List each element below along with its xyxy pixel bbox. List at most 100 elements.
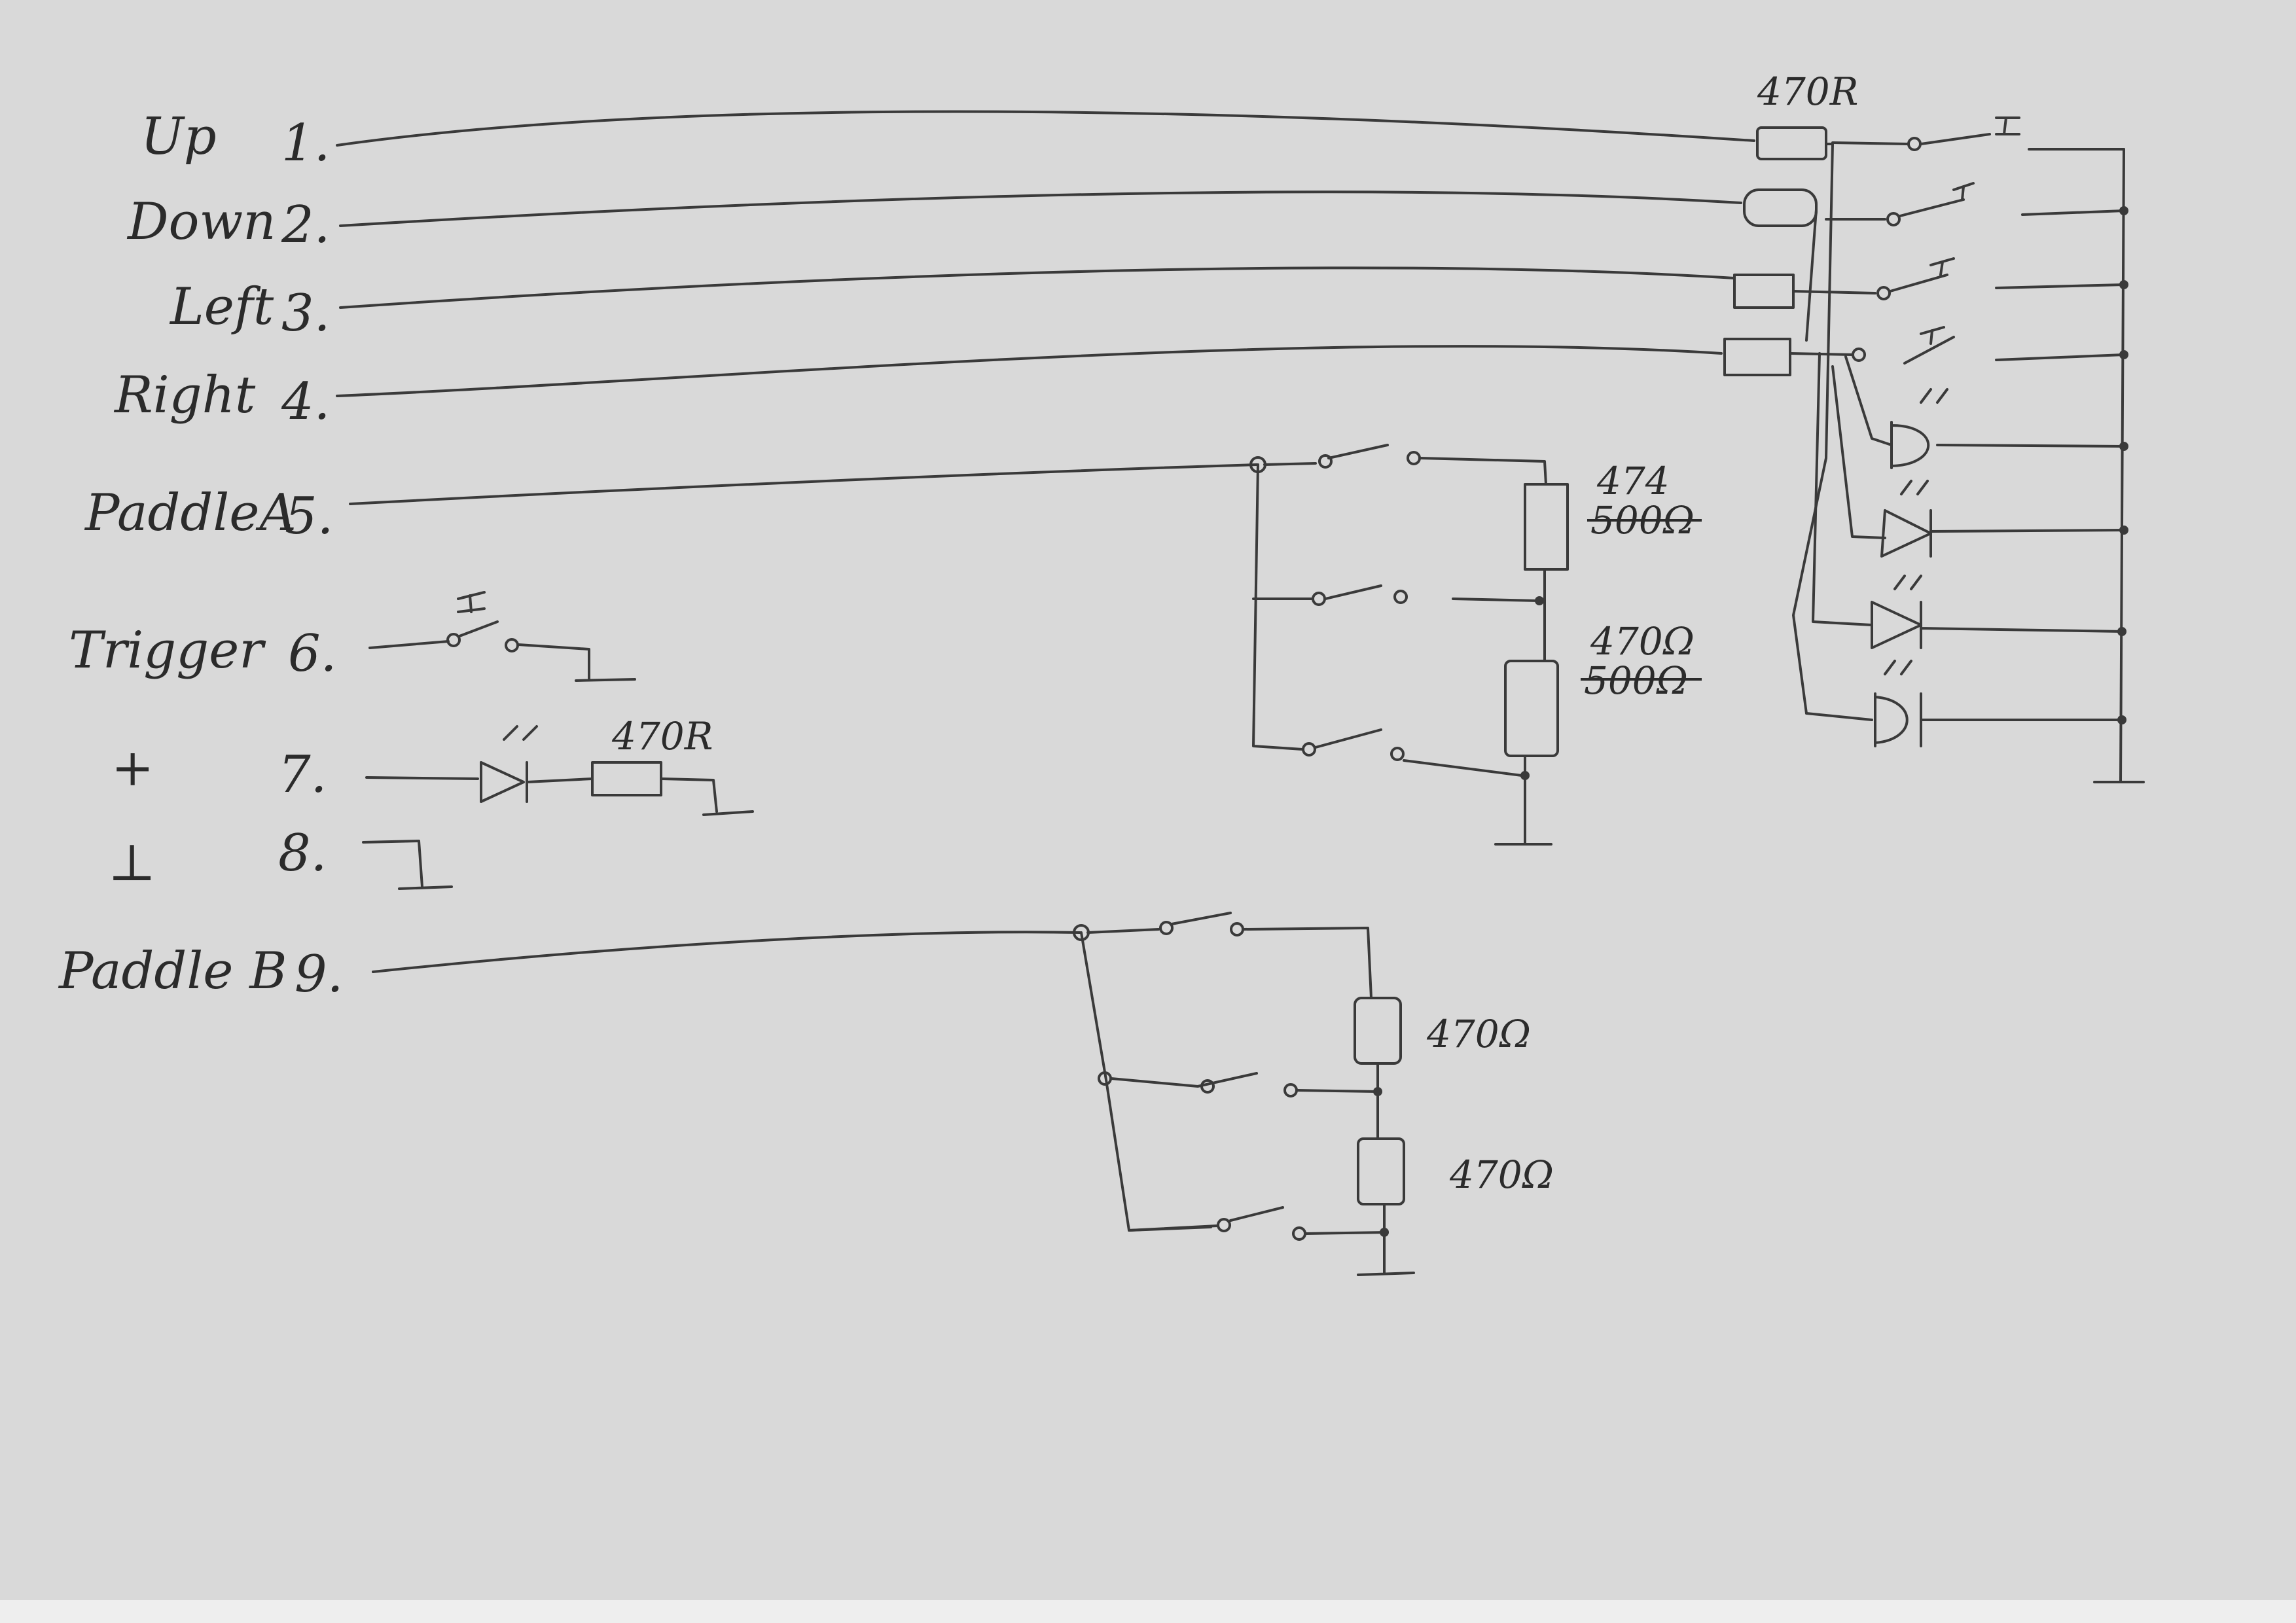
switch-up-lever xyxy=(1920,133,1991,145)
pin-label-up: Up xyxy=(141,107,217,166)
paddle-b-junction xyxy=(1373,1087,1382,1096)
switch-left-lever xyxy=(1889,274,1948,293)
paddle-b-sw3-c2 xyxy=(1292,1226,1306,1241)
trigger-mark xyxy=(457,591,486,613)
trigger-contact-1 xyxy=(446,633,461,647)
paddle-a-sw1-c1 xyxy=(1318,454,1333,469)
paddle-b-r2-value: 470Ω xyxy=(1449,1152,1554,1197)
led-3-arrows xyxy=(1893,575,1922,590)
rail-junction-6 xyxy=(2117,627,2126,636)
paddle-a-sw2 xyxy=(1252,584,1382,600)
led-4-arrows xyxy=(1884,660,1912,675)
wire-left xyxy=(339,266,1736,309)
switch-left-contact xyxy=(1876,286,1891,300)
switch-down-lever xyxy=(1899,198,1965,217)
led-feed-4 xyxy=(1805,712,1873,721)
wire-right xyxy=(336,344,1723,397)
switch-up-contact xyxy=(1907,137,1922,151)
paddle-b-resistor-1 xyxy=(1354,997,1402,1065)
paddle-a-sw3-c2 xyxy=(1390,747,1405,761)
paddle-a-sw1 xyxy=(1263,444,1389,466)
switch-left-wire xyxy=(1792,290,1876,294)
pin-number-4: 4. xyxy=(281,372,330,431)
pin-number-1: 1. xyxy=(281,114,330,173)
resistor-down xyxy=(1743,188,1818,227)
switch-right-wire xyxy=(1789,352,1854,356)
direction-resistor-value: 470R xyxy=(1757,69,1858,114)
paddle-a-ground xyxy=(1494,755,1552,846)
rail-junction-5 xyxy=(2119,526,2128,535)
paddle-b-bottom-junction xyxy=(1380,1228,1389,1237)
pin-label-paddle-b: Paddle B xyxy=(58,942,287,1001)
paddle-b-sw1 xyxy=(1086,912,1232,934)
paddle-a-sw2-c2 xyxy=(1393,590,1408,604)
paddle-b-sw2-c1 xyxy=(1200,1079,1215,1094)
paddle-b-sw1-out xyxy=(1242,927,1372,999)
switch-up-mark xyxy=(1995,116,2020,135)
scan-edge xyxy=(0,1600,2296,1623)
resistor-bus-right xyxy=(1805,208,1818,342)
paddle-a-bottom-junction xyxy=(1520,771,1530,780)
paddle-b-ground xyxy=(1357,1203,1415,1276)
rail-junction-3 xyxy=(2119,350,2128,359)
wire-up xyxy=(336,110,1755,147)
pin-number-8: 8. xyxy=(278,824,327,883)
paddle-b-sw3-c1 xyxy=(1217,1218,1231,1232)
wire-paddle-a xyxy=(349,463,1258,505)
rail-junction-7 xyxy=(2117,715,2126,724)
paddle-b-sw3 xyxy=(1128,1206,1284,1232)
pin-label-down: Down xyxy=(126,192,276,251)
paddle-a-resistor-1 xyxy=(1524,483,1569,571)
rail-junction-1 xyxy=(2119,206,2128,215)
led-1 xyxy=(1890,421,2125,469)
plus-out xyxy=(660,777,754,816)
pin-label-ground: ⊥ xyxy=(108,834,156,893)
led-bus xyxy=(1792,143,1834,715)
pin-number-5: 5. xyxy=(285,487,333,546)
paddle-a-r1-value: 474 xyxy=(1596,459,1670,503)
pin-label-right: Right xyxy=(113,366,256,425)
paddle-a-resistor-2 xyxy=(1504,660,1559,757)
pin-label-plus: + xyxy=(111,739,154,798)
paddle-a-left-rail xyxy=(1252,463,1304,751)
led-1-arrows xyxy=(1920,388,1948,404)
trigger-out xyxy=(517,643,636,682)
switch-up-wire xyxy=(1831,141,1909,145)
resistor-right xyxy=(1723,338,1791,376)
paddle-b-resistor-2 xyxy=(1357,1137,1405,1205)
pin-number-7: 7. xyxy=(278,745,327,804)
led-feed-3 xyxy=(1812,352,1873,626)
paddle-b-sw3-out xyxy=(1304,1231,1389,1235)
led-feed-2 xyxy=(1831,365,1886,539)
switch-right-lever xyxy=(1903,336,1955,365)
paddle-b-sw1-c1 xyxy=(1159,921,1174,935)
led-2 xyxy=(1880,509,2125,558)
switch-left-mark xyxy=(1929,257,1955,276)
switch-right-mark xyxy=(1920,326,1945,345)
plus-resistor xyxy=(591,761,662,796)
wire-trigger xyxy=(368,640,450,649)
plus-led-arrows xyxy=(503,725,538,741)
wire-plus xyxy=(365,776,479,780)
paddle-a-sw3-c1 xyxy=(1302,742,1316,757)
pin-number-2: 2. xyxy=(281,196,330,255)
rail-junction-2 xyxy=(2119,280,2128,289)
paddle-b-sw1-c2 xyxy=(1230,922,1244,936)
paddle-a-r2-value: 470Ω xyxy=(1590,619,1695,664)
switch-right-out xyxy=(1995,353,2125,361)
switch-down-out xyxy=(2021,209,2125,216)
paddle-a-sw1-c2 xyxy=(1407,451,1421,465)
paddle-a-sw2-c1 xyxy=(1312,592,1326,606)
trigger-lever xyxy=(458,620,499,637)
paddle-a-junction xyxy=(1535,596,1544,605)
plus-resistor-value: 470R xyxy=(611,714,713,758)
resistor-left xyxy=(1733,274,1795,309)
wire-down xyxy=(339,190,1742,227)
paddle-a-sw1-out xyxy=(1419,457,1547,486)
paddle-b-sw2-out xyxy=(1296,1089,1379,1093)
switch-right-contact xyxy=(1852,348,1866,362)
pin-number-6: 6. xyxy=(288,624,336,683)
paddle-a-sw2-out xyxy=(1452,597,1539,602)
